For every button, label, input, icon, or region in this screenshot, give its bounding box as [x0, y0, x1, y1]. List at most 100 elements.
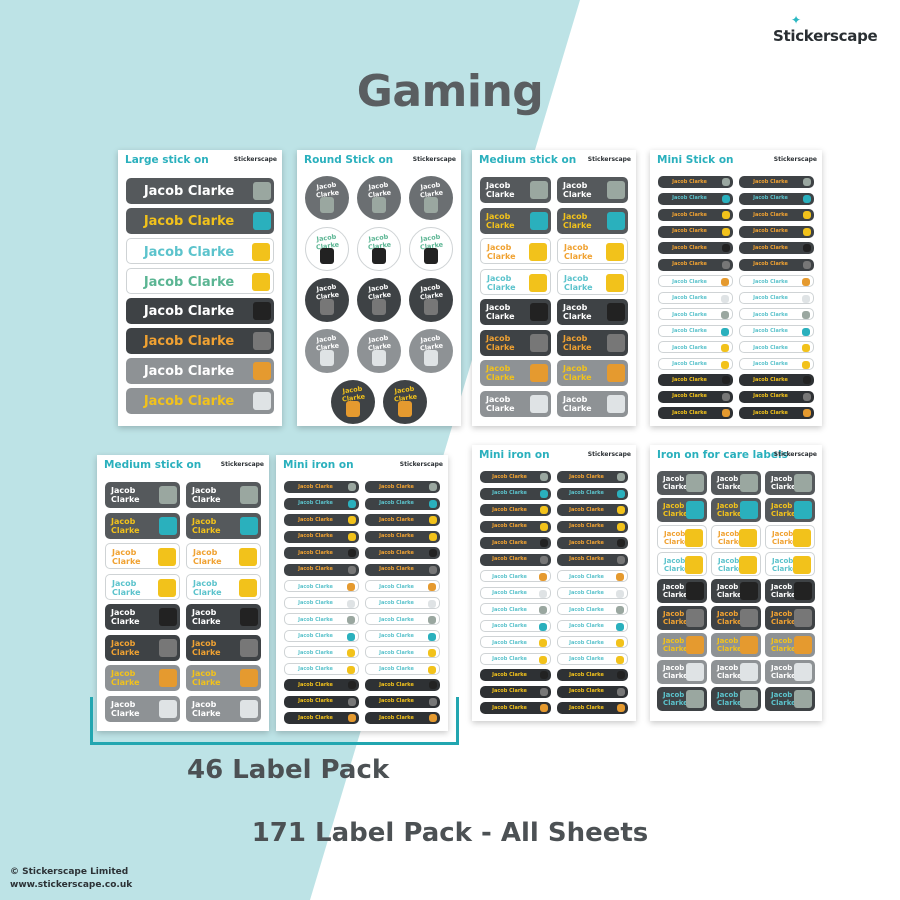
label-name-line2: Clarke [486, 312, 515, 321]
star-icon [348, 532, 356, 541]
block-puzzle-icon [721, 327, 729, 336]
arcade-cabinet-icon [240, 638, 258, 657]
block-puzzle-icon [617, 489, 625, 498]
arcade-cabinet-icon [617, 687, 625, 696]
headphones-icon [159, 608, 177, 626]
label-name: Jacob Clarke [143, 244, 235, 260]
name-label: Jacob Clarke [284, 662, 359, 675]
label-name: Jacob Clarke [298, 714, 333, 721]
label-name-line1: Jacob [192, 669, 217, 678]
label-name-line2: Clarke [717, 591, 742, 599]
label-name-line1: Jacob [717, 475, 739, 483]
lightning-bolt-icon [347, 649, 355, 657]
name-label: Jacob Clarke [126, 328, 274, 354]
handheld-console-icon [347, 616, 355, 624]
star-icon [239, 578, 257, 597]
gamepad-icon [347, 599, 355, 608]
label-name: Jacob Clarke [753, 328, 788, 334]
label-name-line2: Clarke [111, 495, 140, 504]
name-label: Jacob Clarke [557, 685, 628, 698]
label-name-line2: Clarke [563, 373, 592, 382]
name-label: Jacob Clarke [557, 619, 628, 632]
name-label: Jacob Clarke [557, 702, 628, 714]
handheld-console-icon [424, 197, 438, 214]
handheld-console-icon [240, 486, 258, 504]
star-icon [617, 522, 625, 531]
handheld-console-icon [616, 606, 624, 614]
arcade-cabinet-icon [424, 299, 438, 316]
round-label: Jacob Clarke [357, 176, 401, 220]
name-label: Jacob Clarke [739, 291, 814, 304]
label-name: Jacob Clarke [753, 311, 788, 318]
label-name-line1: Jacob [771, 637, 793, 645]
name-label: Jacob Clarke [658, 324, 733, 337]
joystick-icon [429, 714, 437, 722]
block-puzzle-icon [530, 211, 548, 230]
label-name: Jacob Clarke [298, 566, 333, 572]
name-label: Jacob Clarke [284, 613, 359, 625]
arcade-cabinet-icon [803, 260, 811, 269]
label-name-line2: Clarke [192, 495, 221, 504]
label-name: Jacob Clarke [379, 616, 414, 623]
headphones-icon [740, 582, 758, 600]
label-name: Jacob Clarke [143, 183, 235, 199]
label-name-line1: Jacob [563, 394, 588, 404]
handheld-console-icon [721, 311, 729, 319]
label-name-line1: Jacob [111, 486, 136, 495]
lightning-bolt-icon [429, 516, 437, 524]
block-puzzle-icon [240, 516, 258, 535]
block-puzzle-icon [607, 211, 625, 230]
label-name: Jacob Clarke [143, 333, 235, 349]
gamepad-icon [159, 699, 177, 718]
name-label: Jacob Clarke [284, 497, 359, 510]
name-label: Jacob Clarke [365, 514, 440, 526]
label-name-line2: Clarke [663, 483, 688, 491]
lightning-bolt-icon [803, 211, 811, 219]
arcade-cabinet-icon [429, 565, 437, 574]
label-name-line2: Clarke [771, 645, 796, 653]
label-name-line2: Clarke [717, 699, 742, 707]
handheld-console-icon [686, 690, 704, 708]
lightning-bolt-icon [793, 529, 811, 547]
label-name: Jacob Clarke [753, 178, 788, 185]
label-name-line2: Clarke [717, 510, 742, 518]
label-name-line1: Jacob [664, 557, 686, 565]
label-name-line1: Jacob [771, 475, 793, 483]
name-label: Jacob Clarke [739, 176, 814, 188]
block-puzzle-icon [803, 194, 811, 203]
arcade-cabinet-icon [320, 299, 334, 316]
label-name-line2: Clarke [563, 190, 592, 199]
name-label: Jacob Clarke [365, 662, 440, 675]
lightning-bolt-icon [616, 639, 624, 647]
pack-46-label: 46 Label Pack [187, 755, 390, 785]
star-icon [158, 578, 176, 597]
label-name-line2: Clarke [192, 708, 221, 718]
label-name-line1: Jacob [717, 691, 739, 699]
label-name: Jacob Clarke [569, 704, 604, 711]
gamepad-icon [424, 350, 438, 367]
label-name: Jacob Clarke [672, 361, 707, 367]
name-label: Jacob Clarke [126, 208, 274, 234]
arcade-cabinet-icon [429, 697, 437, 706]
name-label: Jacob Clarke [284, 547, 359, 559]
label-name: Jacob Clarke [143, 363, 235, 379]
sheet-title: Medium stick on [479, 154, 577, 166]
label-name-line1: Jacob [192, 699, 217, 709]
label-name-line2: Clarke [771, 591, 796, 599]
headphones-icon [429, 681, 437, 689]
label-name-line1: Jacob [771, 610, 793, 618]
gamepad-icon [686, 663, 704, 681]
star-icon [540, 522, 548, 531]
page-title: Gaming [356, 66, 544, 117]
label-name: Jacob Clarke [569, 506, 604, 513]
label-name-line2: Clarke [486, 403, 515, 413]
label-name: Jacob Clarke [298, 616, 333, 623]
joystick-icon [530, 364, 548, 382]
label-name-line1: Jacob [771, 664, 793, 672]
arcade-cabinet-icon [722, 392, 730, 401]
label-name: Jacob Clarke [753, 261, 788, 267]
